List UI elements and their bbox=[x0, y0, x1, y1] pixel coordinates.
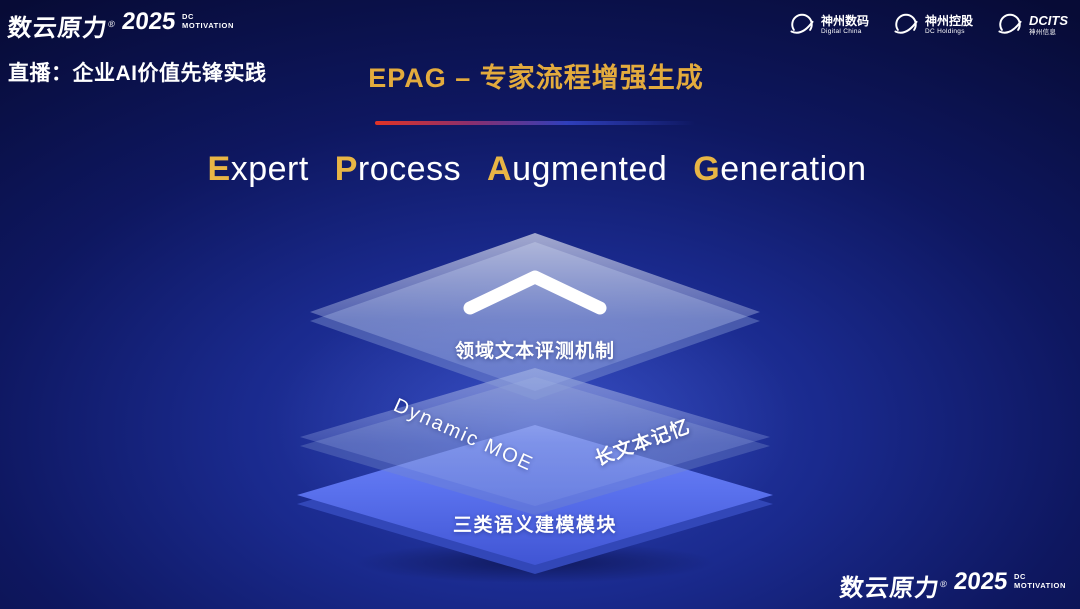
layer-bottom-plate bbox=[297, 425, 773, 574]
partner-name: 神州数码 bbox=[820, 13, 869, 28]
brand-logo-footer: 数云原力® 2025 DC MOTIVATION bbox=[838, 568, 1066, 603]
live-stream-label: 直播：企业AI价值先锋实践 bbox=[8, 62, 267, 85]
chevron-up-icon bbox=[463, 270, 607, 315]
layer-bottom-label: 三类语义建模模块 bbox=[452, 515, 618, 536]
page-title: EPAG – 专家流程增强生成 bbox=[368, 63, 704, 93]
brand-year: 2025 bbox=[952, 568, 1009, 595]
brand-subtext: DC MOTIVATION bbox=[182, 12, 234, 30]
layer-top-plate bbox=[310, 233, 760, 400]
partner-dc-holdings: 神州控股 DC Holdings bbox=[893, 12, 973, 38]
brand-logo-header: 数云原力® 2025 DC MOTIVATION bbox=[6, 8, 234, 43]
partner-name: 神州控股 bbox=[924, 13, 973, 28]
gradient-divider-line bbox=[375, 121, 695, 125]
partner-name: DCITS bbox=[1029, 13, 1068, 29]
partner-digital-china: 神州数码 Digital China bbox=[789, 12, 869, 38]
swoosh-circle-icon bbox=[790, 13, 814, 34]
partner-subname: DC Holdings bbox=[924, 28, 965, 36]
partner-subname: Digital China bbox=[820, 28, 862, 36]
layer-middle-plate bbox=[300, 368, 770, 515]
partner-dcits: DCITS 神州信息 bbox=[997, 12, 1068, 38]
partner-logos: 神州数码 Digital China 神州控股 DC Holdings DCIT… bbox=[789, 12, 1068, 38]
swoosh-circle-icon bbox=[998, 13, 1022, 34]
subtitle-epag-expansion: Expert Process Augmented Generation bbox=[207, 150, 867, 188]
layer-top-label: 领域文本评测机制 bbox=[454, 341, 616, 362]
swoosh-circle-icon bbox=[894, 13, 918, 34]
partner-subname: 神州信息 bbox=[1029, 28, 1057, 36]
registered-mark: ® bbox=[939, 579, 949, 589]
brand-subtext: DC MOTIVATION bbox=[1014, 572, 1066, 590]
